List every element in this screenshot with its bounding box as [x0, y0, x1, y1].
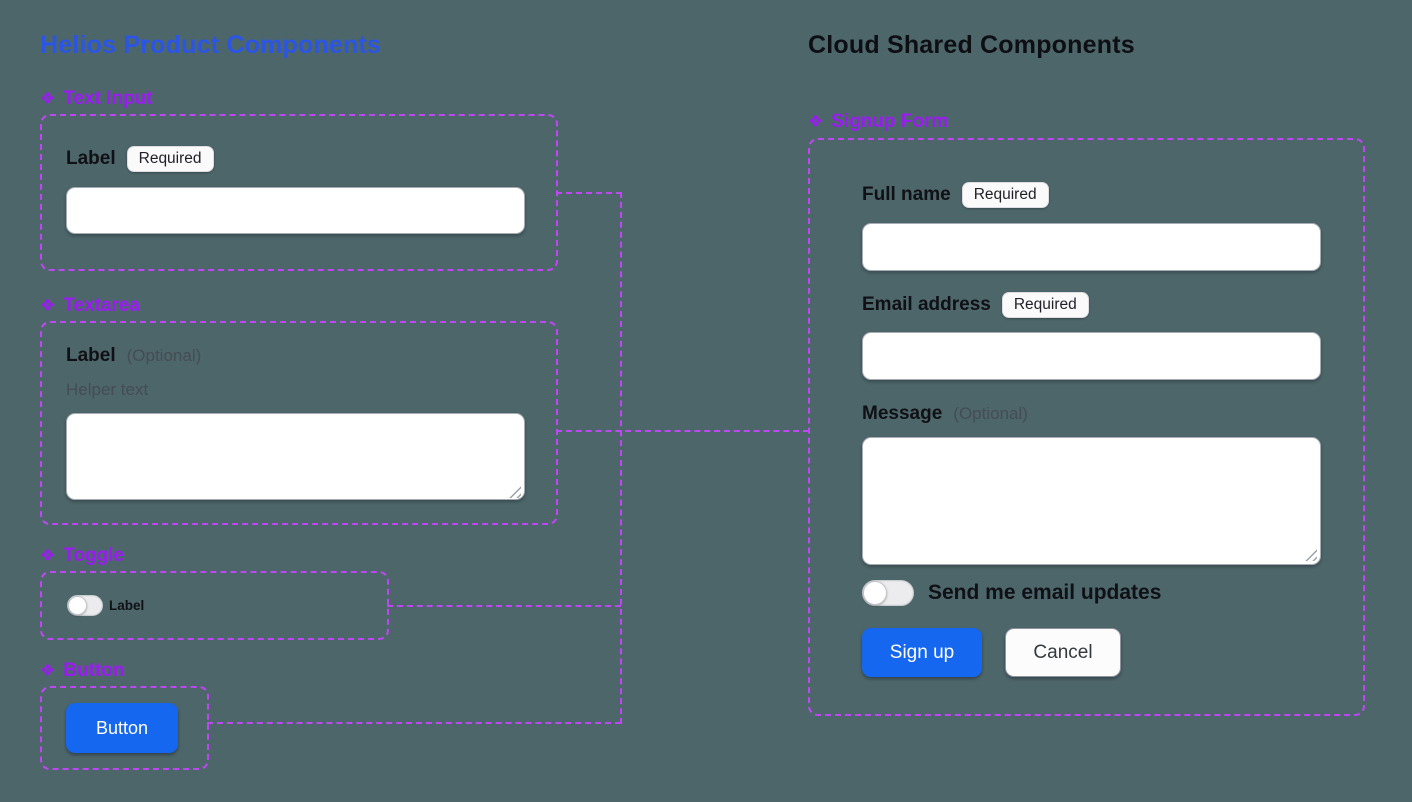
component-header-toggle: ❖ Toggle — [40, 545, 124, 567]
full-name-label-row: Full name Required — [862, 180, 1049, 210]
sign-up-button[interactable]: Sign up — [862, 628, 982, 677]
component-diamond-icon: ❖ — [40, 295, 56, 316]
email-label-row: Email address Required — [862, 290, 1089, 320]
field-label: Email address — [862, 294, 991, 315]
component-outline-textarea — [40, 321, 558, 525]
toggle-switch[interactable] — [67, 595, 103, 616]
component-outline-signup-form — [808, 138, 1365, 716]
component-header-textarea: ❖ Textarea — [40, 295, 140, 317]
cancel-button[interactable]: Cancel — [1005, 628, 1121, 677]
component-header-signup-form: ❖ Signup Form — [808, 111, 948, 133]
toggle-knob — [863, 581, 887, 605]
component-diamond-icon: ❖ — [40, 660, 56, 681]
required-badge: Required — [126, 146, 214, 172]
connector-text-input — [556, 192, 622, 194]
textarea-field[interactable] — [66, 413, 525, 500]
helper-text: Helper text — [66, 380, 149, 399]
component-name-label: Button — [63, 660, 125, 681]
toggle-label: Label — [109, 598, 145, 613]
component-header-button: ❖ Button — [40, 660, 124, 682]
component-header-text-input: ❖ Text Input — [40, 88, 153, 110]
field-label: Message — [862, 403, 943, 424]
field-label: Label — [66, 345, 116, 366]
email-input[interactable] — [862, 332, 1321, 380]
field-label: Full name — [862, 184, 951, 205]
component-diamond-icon: ❖ — [40, 88, 56, 109]
message-textarea[interactable] — [862, 437, 1321, 565]
connector-textarea-to-form — [556, 430, 809, 432]
text-input-label-row: Label Required — [66, 144, 214, 174]
connector-button — [207, 722, 621, 724]
optional-note: (Optional) — [953, 404, 1028, 423]
message-label-row: Message (Optional) — [862, 402, 1028, 426]
required-badge: Required — [1001, 292, 1089, 318]
required-badge: Required — [961, 182, 1049, 208]
component-name-label: Toggle — [63, 545, 125, 566]
email-updates-label-row: Send me email updates — [928, 581, 1161, 605]
component-outline-button — [40, 686, 209, 770]
component-diamond-icon: ❖ — [40, 545, 56, 566]
toggle-label-row: Label — [109, 596, 144, 615]
email-updates-toggle[interactable] — [862, 580, 914, 606]
full-name-input[interactable] — [862, 223, 1321, 271]
email-updates-label: Send me email updates — [928, 581, 1162, 604]
component-diamond-icon: ❖ — [808, 111, 824, 132]
textarea-label-row: Label (Optional) — [66, 344, 201, 368]
connector-bus — [620, 192, 622, 724]
toggle-knob — [68, 596, 87, 615]
component-name-label: Signup Form — [831, 111, 949, 132]
right-panel-title: Cloud Shared Components — [808, 31, 1135, 59]
left-panel-title: Helios Product Components — [40, 31, 382, 59]
field-label: Label — [66, 148, 116, 169]
component-name-label: Textarea — [63, 295, 141, 316]
text-input-field[interactable] — [66, 187, 525, 234]
component-name-label: Text Input — [63, 88, 153, 109]
sample-button[interactable]: Button — [66, 703, 178, 753]
connector-toggle — [387, 605, 621, 607]
optional-note: (Optional) — [126, 346, 202, 365]
